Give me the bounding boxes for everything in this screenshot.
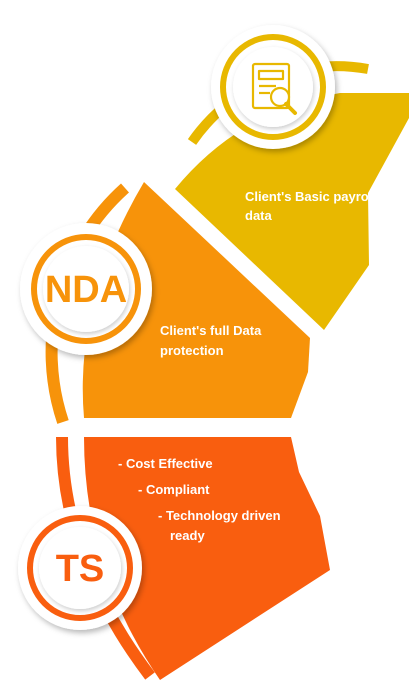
segment-bottom-bullet-3-cont: ready — [170, 528, 205, 543]
segment-middle-band — [82, 182, 310, 418]
segment-bottom-bullet-2: - Compliant — [138, 482, 210, 497]
badge-ts-inner — [39, 527, 121, 609]
badge-ts-label: TS — [56, 548, 105, 590]
segment-bottom-bullet-3: - Technology driven — [158, 508, 281, 523]
segment-bottom-bullet-1: - Cost Effective — [118, 456, 213, 471]
badge-nda-inner — [43, 246, 129, 332]
segment-bottom-band — [84, 437, 330, 680]
segment-middle-label: Client's full Data protection — [160, 323, 265, 358]
magnifier-document-icon — [251, 62, 297, 115]
segment-top-band — [175, 93, 409, 330]
badge-nda-label: NDA — [45, 269, 127, 311]
badge-ts: TS — [18, 506, 142, 630]
segment-top-label: Client's Basic payroll data — [245, 189, 380, 223]
badge-nda: NDA — [20, 223, 152, 355]
badge-top — [211, 25, 335, 149]
